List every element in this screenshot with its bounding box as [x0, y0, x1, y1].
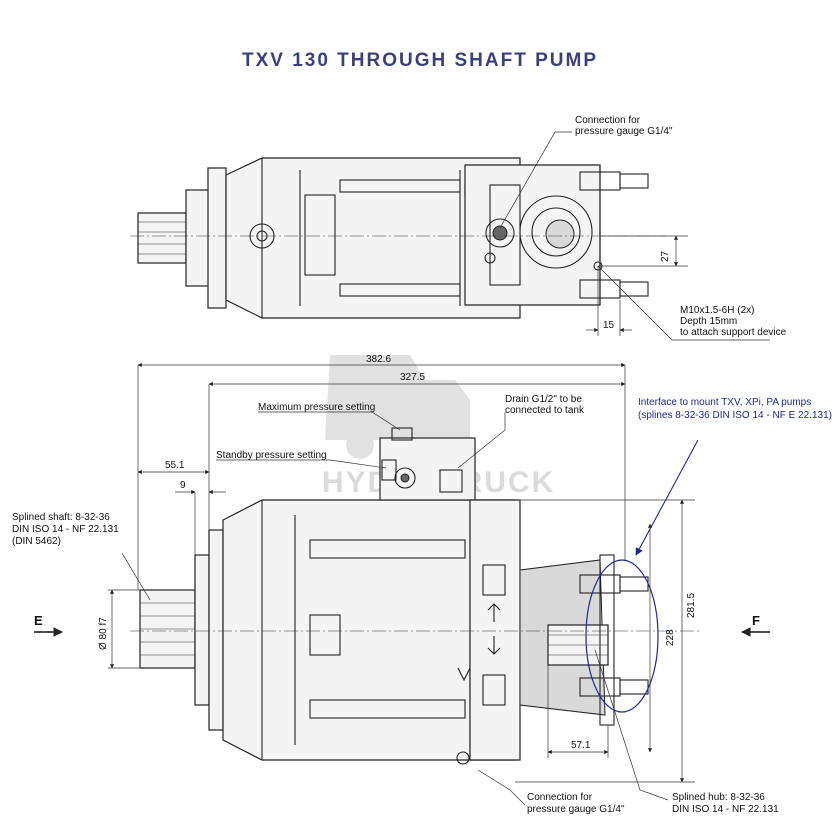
top-shaft — [137, 212, 187, 264]
splined-hub-label-2: DIN ISO 14 - NF 22.131 — [672, 804, 779, 815]
side-gauge-label-1: Connection for — [527, 792, 593, 803]
dim-281-5: 281.5 — [686, 593, 697, 618]
dim-382-6: 382.6 — [366, 354, 391, 365]
max-pressure-screw — [391, 427, 413, 441]
side-flange — [194, 554, 210, 706]
dim-228: 228 — [665, 629, 676, 646]
side-view: 382.6 327.5 55.1 9 Ø 80 f7 281.5 228 57.… — [12, 354, 832, 815]
interface-label-1: Interface to mount TXV, XPi, PA pumps — [638, 397, 811, 408]
page-title: TXV 130 THROUGH SHAFT PUMP — [241, 50, 599, 71]
pressure-setting-block — [379, 437, 476, 501]
top-view: 27 15 Connection for pressure gauge G1/4… — [130, 115, 787, 341]
standby-pressure-label: Standby pressure setting — [216, 450, 327, 461]
support-label-2: Depth 15mm — [680, 316, 737, 327]
dim-55-1: 55.1 — [165, 460, 185, 471]
splined-shaft-label-3: (DIN 5462) — [12, 536, 61, 547]
dim-shaft-diameter: Ø 80 f7 — [98, 617, 109, 650]
side-bolt-lower — [619, 679, 649, 695]
splined-hub-label-1: Splined hub: 8-32-36 — [672, 792, 765, 803]
dim-9: 9 — [180, 480, 186, 491]
drain-label-2: connected to tank — [505, 405, 585, 416]
splined-shaft-label-2: DIN ISO 14 - NF 22.131 — [12, 524, 119, 535]
top-gauge-port — [485, 218, 515, 248]
support-label-1: M10x1.5-6H (2x) — [680, 305, 754, 316]
view-f-label: F — [752, 613, 760, 628]
dim-15: 15 — [603, 320, 615, 331]
side-bolt-upper — [619, 576, 649, 592]
top-flange — [185, 189, 211, 287]
dim-327-5: 327.5 — [400, 372, 425, 383]
interface-highlight — [585, 559, 659, 713]
drain-label-1: Drain G1/2" to be — [505, 394, 582, 405]
top-bolt-lower — [619, 281, 649, 297]
dim-27: 27 — [660, 250, 671, 262]
top-gauge-label-1: Connection for — [575, 115, 641, 126]
splined-shaft-label-1: Splined shaft: 8-32-36 — [12, 512, 110, 523]
side-gauge-label-2: pressure gauge G1/4" — [527, 804, 625, 815]
dim-57-1: 57.1 — [571, 740, 591, 751]
support-label-3: to attach support device — [680, 327, 787, 338]
view-e-label: E — [34, 613, 43, 628]
top-gauge-label-2: pressure gauge G1/4" — [575, 126, 673, 137]
max-pressure-label: Maximum pressure setting — [258, 402, 375, 413]
interface-label-2: (splines 8-32-36 DIN ISO 14 - NF E 22.13… — [638, 410, 832, 421]
top-main-port — [519, 195, 593, 269]
standby-pressure-screw — [381, 459, 397, 481]
top-bolt-upper — [619, 173, 649, 189]
